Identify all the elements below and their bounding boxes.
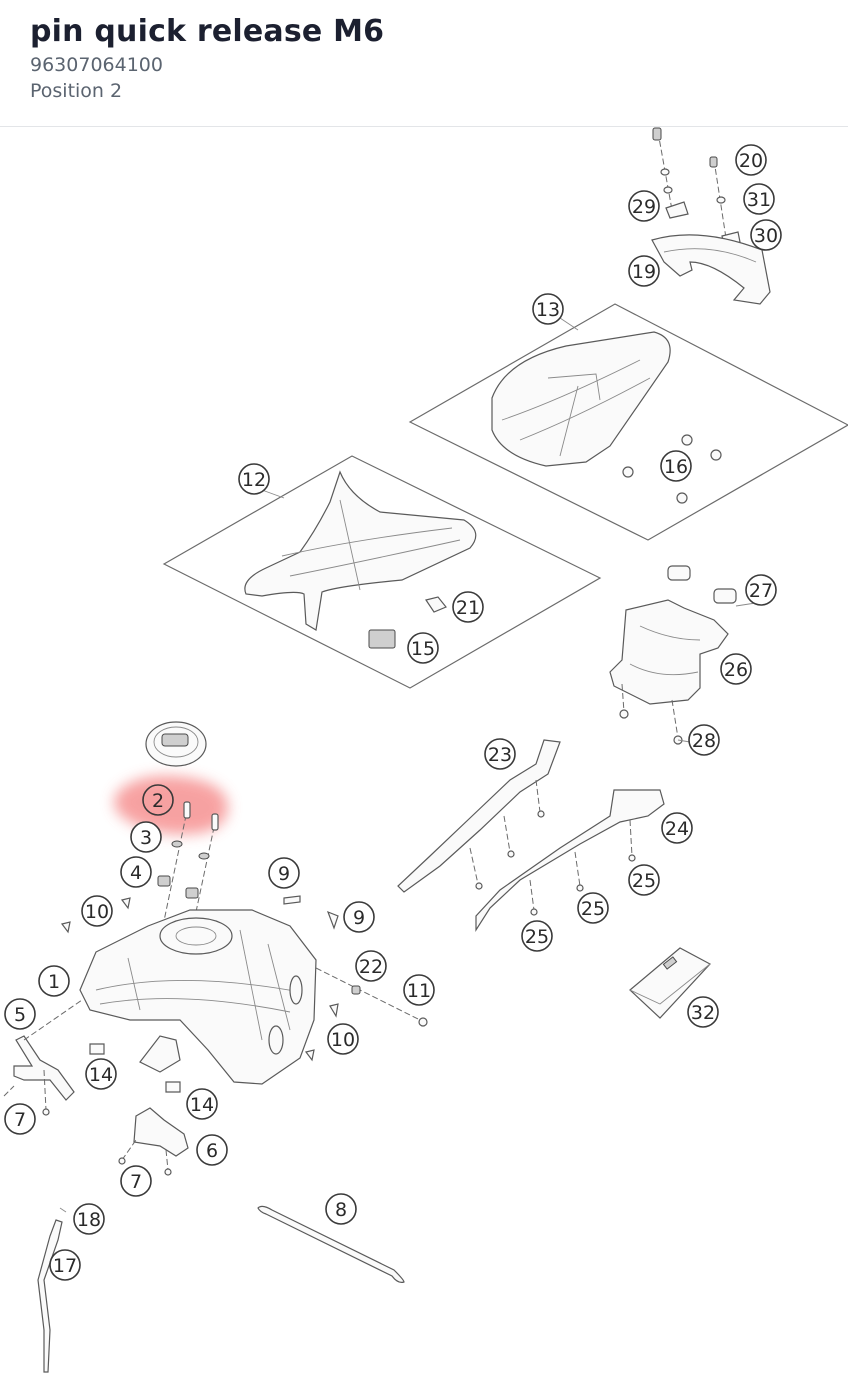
callout-22[interactable]: 22	[355, 950, 387, 982]
leader-line	[677, 739, 691, 743]
svg-text:6: 6	[206, 1140, 218, 1162]
callout-14[interactable]: 14	[85, 1058, 117, 1090]
callout-11[interactable]: 11	[403, 974, 435, 1006]
svg-text:8: 8	[335, 1199, 347, 1221]
callout-2[interactable]: 2	[142, 784, 174, 816]
svg-text:4: 4	[130, 862, 142, 884]
svg-text:12: 12	[242, 469, 266, 491]
svg-text:14: 14	[190, 1094, 214, 1116]
callout-13[interactable]: 13	[532, 293, 564, 325]
svg-text:15: 15	[411, 638, 435, 660]
fuel-tank-group	[60, 895, 428, 1093]
svg-text:27: 27	[749, 580, 773, 602]
callout-16[interactable]: 16	[660, 450, 692, 482]
callout-25[interactable]: 25	[577, 892, 609, 924]
callout-26[interactable]: 26	[720, 653, 752, 685]
callout-4[interactable]: 4	[120, 856, 152, 888]
callout-23[interactable]: 23	[484, 738, 516, 770]
callout-9[interactable]: 9	[343, 901, 375, 933]
svg-text:10: 10	[331, 1029, 355, 1051]
svg-text:1: 1	[48, 971, 60, 993]
svg-text:25: 25	[632, 870, 656, 892]
callout-8[interactable]: 8	[325, 1193, 357, 1225]
svg-text:24: 24	[665, 818, 689, 840]
callout-7[interactable]: 7	[120, 1165, 152, 1197]
svg-text:3: 3	[140, 827, 152, 849]
callout-layer: 1234567789910101112131414151617181920212…	[4, 144, 782, 1281]
callout-21[interactable]: 21	[452, 591, 484, 623]
svg-text:2: 2	[152, 790, 164, 812]
svg-text:32: 32	[691, 1002, 715, 1024]
svg-text:7: 7	[14, 1109, 26, 1131]
callout-9[interactable]: 9	[268, 857, 300, 889]
callout-5[interactable]: 5	[4, 998, 36, 1030]
svg-text:22: 22	[359, 956, 383, 978]
bracket-group	[3, 999, 189, 1176]
svg-text:28: 28	[692, 730, 716, 752]
svg-text:21: 21	[456, 597, 480, 619]
side-trim-group	[397, 739, 665, 933]
part-position: Position 2	[30, 80, 123, 102]
toolkit-group	[629, 947, 711, 1019]
callout-14[interactable]: 14	[186, 1088, 218, 1120]
hose-group	[37, 1205, 405, 1373]
svg-text:20: 20	[739, 150, 763, 172]
part-number: 96307064100	[30, 54, 163, 76]
callout-20[interactable]: 20	[735, 144, 767, 176]
svg-text:5: 5	[14, 1004, 26, 1026]
callout-15[interactable]: 15	[407, 632, 439, 664]
callout-19[interactable]: 19	[628, 255, 660, 287]
callout-18[interactable]: 18	[73, 1203, 105, 1235]
callout-1[interactable]: 1	[38, 965, 70, 997]
svg-text:13: 13	[536, 299, 560, 321]
fuel-cap-group	[145, 721, 219, 941]
callout-25[interactable]: 25	[521, 920, 553, 952]
callout-24[interactable]: 24	[661, 812, 693, 844]
rear-seat-frame	[408, 303, 848, 541]
leader-line	[261, 489, 285, 499]
svg-text:23: 23	[488, 744, 512, 766]
part-title: pin quick release M6	[30, 14, 385, 49]
callout-32[interactable]: 32	[687, 996, 719, 1028]
callout-3[interactable]: 3	[130, 821, 162, 853]
front-seat-frame	[162, 455, 602, 689]
diagram-canvas: 1234567789910101112131414151617181920212…	[3, 127, 848, 1373]
callout-31[interactable]: 31	[743, 183, 775, 215]
callout-28[interactable]: 28	[688, 724, 720, 756]
svg-text:16: 16	[664, 456, 688, 478]
svg-text:29: 29	[632, 196, 656, 218]
svg-text:31: 31	[747, 189, 771, 211]
callout-27[interactable]: 27	[745, 574, 777, 606]
callout-25[interactable]: 25	[628, 864, 660, 896]
svg-text:19: 19	[632, 261, 656, 283]
svg-text:9: 9	[278, 863, 290, 885]
highlight-marker	[114, 775, 228, 835]
svg-text:25: 25	[525, 926, 549, 948]
callout-10[interactable]: 10	[81, 895, 113, 927]
leader-line	[559, 317, 579, 331]
callout-30[interactable]: 30	[750, 219, 782, 251]
callout-10[interactable]: 10	[327, 1023, 359, 1055]
part-header: pin quick release M6 96307064100 Positio…	[0, 0, 848, 127]
svg-text:25: 25	[581, 898, 605, 920]
svg-text:11: 11	[407, 980, 431, 1002]
expansion-tank-group	[609, 565, 737, 745]
svg-text:9: 9	[353, 907, 365, 929]
grab-handle-group	[651, 127, 771, 305]
svg-text:18: 18	[77, 1209, 101, 1231]
callout-17[interactable]: 17	[49, 1249, 81, 1281]
svg-text:30: 30	[754, 225, 778, 247]
callout-7[interactable]: 7	[4, 1103, 36, 1135]
callout-12[interactable]: 12	[238, 463, 270, 495]
svg-text:7: 7	[130, 1171, 142, 1193]
callout-6[interactable]: 6	[196, 1134, 228, 1166]
svg-text:10: 10	[85, 901, 109, 923]
callout-29[interactable]: 29	[628, 190, 660, 222]
svg-text:26: 26	[724, 659, 748, 681]
svg-text:14: 14	[89, 1064, 113, 1086]
svg-text:17: 17	[53, 1255, 77, 1277]
